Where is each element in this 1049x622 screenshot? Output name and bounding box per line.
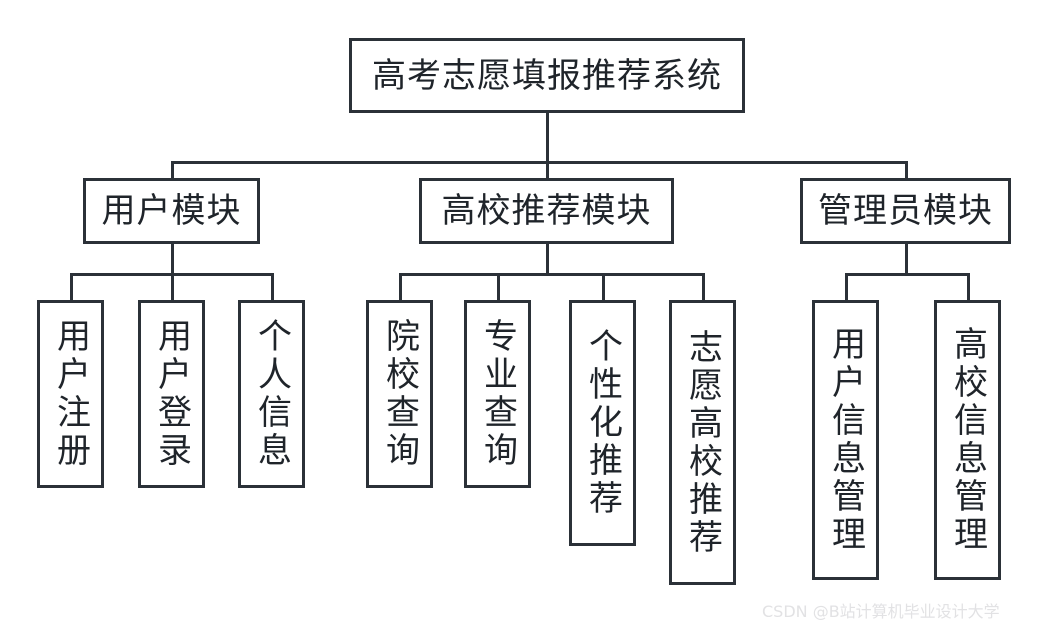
connector-level1-bus (171, 161, 908, 164)
node-leaf-personalized-recommend[interactable]: 个性化推荐 (569, 300, 636, 546)
node-leaf-personal-info[interactable]: 个人信息 (238, 300, 305, 488)
connector-root-stem (546, 113, 549, 161)
node-leaf-personalized-recommend-label: 个性化推荐 (582, 328, 623, 518)
node-leaf-user-login-label: 用户登录 (151, 318, 192, 470)
connector-drop-admin-child-1 (845, 273, 848, 300)
connector-drop-admin-child-2 (967, 273, 970, 300)
node-leaf-school-info-manage[interactable]: 高校信息管理 (934, 300, 1001, 580)
connector-drop-user-child-2 (171, 273, 174, 300)
node-leaf-user-register[interactable]: 用户注册 (37, 300, 104, 488)
node-leaf-user-register-label: 用户注册 (50, 318, 91, 470)
node-leaf-school-query[interactable]: 院校查询 (366, 300, 433, 488)
connector-module-admin-bus (845, 273, 970, 276)
connector-module-admin-stem (905, 244, 908, 273)
connector-drop-recommend-child-2 (497, 273, 500, 300)
node-module-user[interactable]: 用户模块 (83, 178, 260, 244)
csdn-watermark: CSDN @B站计算机毕业设计大学 (762, 602, 1000, 621)
node-root-label: 高考志愿填报推荐系统 (372, 55, 722, 96)
connector-drop-module-3 (905, 161, 908, 178)
connector-drop-recommend-child-3 (602, 273, 605, 300)
connector-drop-module-2 (546, 161, 549, 178)
node-module-recommend-label: 高校推荐模块 (441, 191, 652, 231)
connector-module-user-stem (171, 244, 174, 273)
connector-drop-module-1 (171, 161, 174, 178)
connector-drop-user-child-3 (271, 273, 274, 300)
node-root[interactable]: 高考志愿填报推荐系统 (349, 38, 745, 113)
node-leaf-user-info-manage[interactable]: 用户信息管理 (812, 300, 879, 580)
node-leaf-wish-school-recommend[interactable]: 志愿高校推荐 (669, 300, 736, 585)
connector-drop-user-child-1 (70, 273, 73, 300)
node-leaf-user-info-manage-label: 用户信息管理 (825, 326, 866, 554)
node-module-user-label: 用户模块 (101, 191, 242, 231)
node-leaf-major-query[interactable]: 专业查询 (464, 300, 531, 488)
node-module-admin-label: 管理员模块 (818, 191, 993, 231)
connector-drop-recommend-child-1 (399, 273, 402, 300)
node-leaf-wish-school-recommend-label: 志愿高校推荐 (682, 328, 723, 557)
node-leaf-school-info-manage-label: 高校信息管理 (947, 326, 988, 554)
connector-module-recommend-bus (399, 273, 705, 276)
node-leaf-personal-info-label: 个人信息 (251, 318, 292, 470)
node-leaf-user-login[interactable]: 用户登录 (138, 300, 205, 488)
node-leaf-major-query-label: 专业查询 (477, 318, 518, 470)
connector-module-recommend-stem (546, 244, 549, 273)
node-module-recommend[interactable]: 高校推荐模块 (419, 178, 674, 244)
node-leaf-school-query-label: 院校查询 (379, 318, 420, 470)
connector-drop-recommend-child-4 (702, 273, 705, 300)
node-module-admin[interactable]: 管理员模块 (800, 178, 1011, 244)
